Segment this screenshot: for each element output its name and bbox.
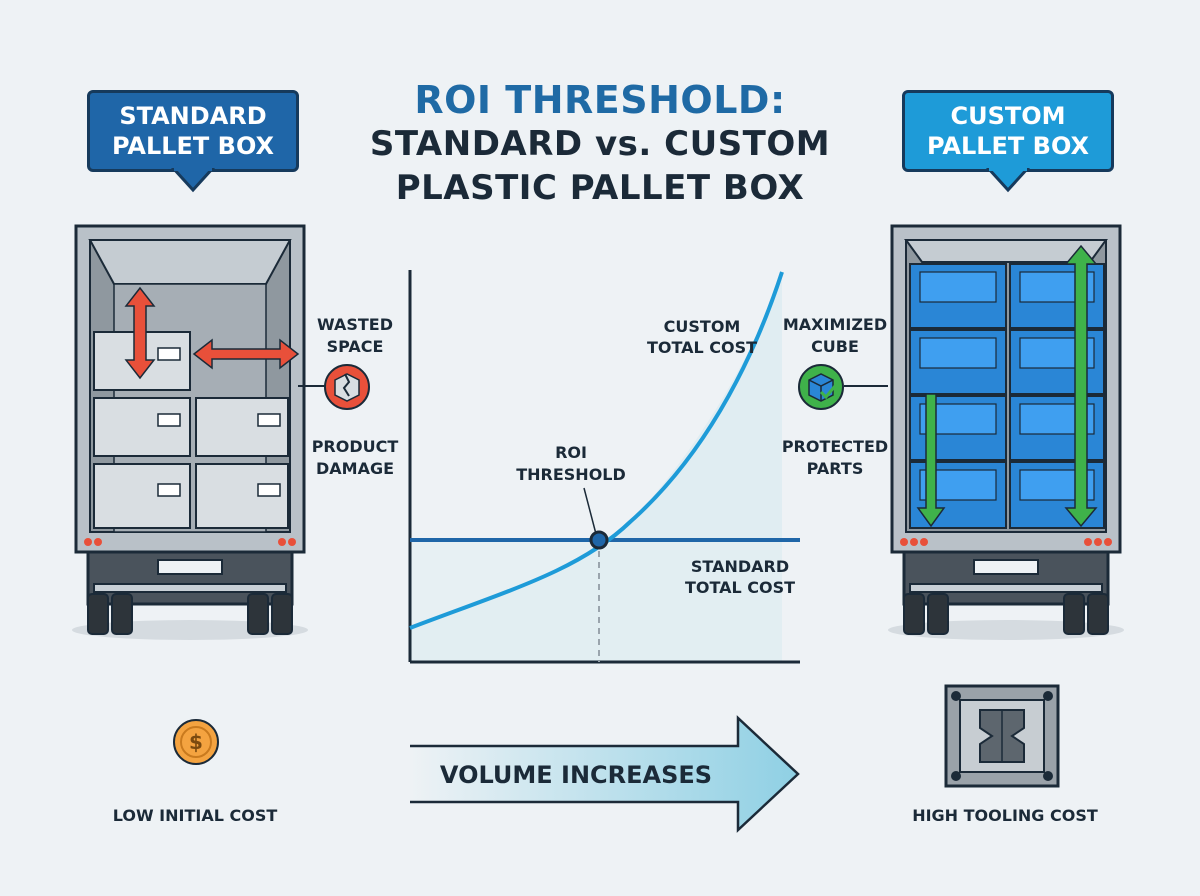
custom-callout-line-2: PALLET BOX	[926, 132, 1089, 160]
product-damage-label: PRODUCT DAMAGE	[305, 436, 405, 480]
svg-text:$: $	[189, 730, 203, 754]
wasted-space-label: WASTED SPACE	[305, 314, 405, 358]
damaged-box-icon	[324, 364, 370, 410]
protected-box-icon	[798, 364, 844, 410]
low-initial-cost-label: LOW INITIAL COST	[112, 806, 278, 825]
page-title: ROI THRESHOLD: STANDARD vs. CUSTOM PLAST…	[300, 78, 900, 210]
standard-callout-line-1: STANDARD	[119, 102, 267, 130]
custom-callout: CUSTOM PALLET BOX	[902, 90, 1114, 172]
protected-parts-line-1: PROTECTED	[781, 437, 889, 456]
dollar-coin-icon: $	[173, 719, 219, 765]
standard-cost-label-2: TOTAL COST	[685, 578, 795, 597]
threshold-leader-line	[583, 487, 597, 535]
standard-callout-line-2: PALLET BOX	[111, 132, 274, 160]
title-line-3: PLASTIC PALLET BOX	[395, 168, 805, 208]
wasted-space-line-1: WASTED	[317, 315, 393, 334]
volume-arrow: VOLUME INCREASES	[410, 715, 800, 833]
tooling-mold-icon	[944, 684, 1060, 788]
standard-cost-label-1: STANDARD	[691, 557, 789, 576]
title-line-2: STANDARD vs. CUSTOM	[369, 124, 831, 164]
cube-connector	[844, 385, 888, 387]
roi-label-1: ROI	[555, 443, 587, 462]
volume-label: VOLUME INCREASES	[440, 761, 712, 789]
product-damage-line-1: PRODUCT	[311, 437, 399, 456]
standard-callout-pointer	[170, 168, 216, 193]
custom-truck-illustration	[888, 224, 1124, 640]
title-line-1: ROI THRESHOLD:	[414, 78, 786, 122]
custom-cost-label-2: TOTAL COST	[647, 338, 757, 357]
standard-cost-area	[410, 540, 782, 662]
maximized-cube-label: MAXIMIZED CUBE	[770, 314, 900, 358]
damage-connector	[298, 385, 328, 387]
custom-cost-line	[409, 271, 784, 630]
standard-truck-illustration	[72, 224, 308, 640]
custom-cost-label-1: CUSTOM	[664, 317, 741, 336]
maximized-cube-line-2: CUBE	[811, 337, 859, 356]
protected-parts-label: PROTECTED PARTS	[770, 436, 900, 480]
custom-callout-line-1: CUSTOM	[950, 102, 1066, 130]
product-damage-line-2: DAMAGE	[315, 459, 395, 478]
roi-label-2: THRESHOLD	[516, 465, 626, 484]
wasted-space-line-2: SPACE	[326, 337, 384, 356]
protected-parts-line-2: PARTS	[806, 459, 864, 478]
standard-callout: STANDARD PALLET BOX	[87, 90, 299, 172]
roi-chart: CUSTOM TOTAL COST ROI THRESHOLD STANDARD…	[408, 270, 800, 664]
roi-threshold-point	[589, 530, 609, 550]
high-tooling-cost-label: HIGH TOOLING COST	[912, 806, 1098, 825]
maximized-cube-line-1: MAXIMIZED	[782, 315, 888, 334]
custom-callout-pointer	[985, 168, 1031, 193]
